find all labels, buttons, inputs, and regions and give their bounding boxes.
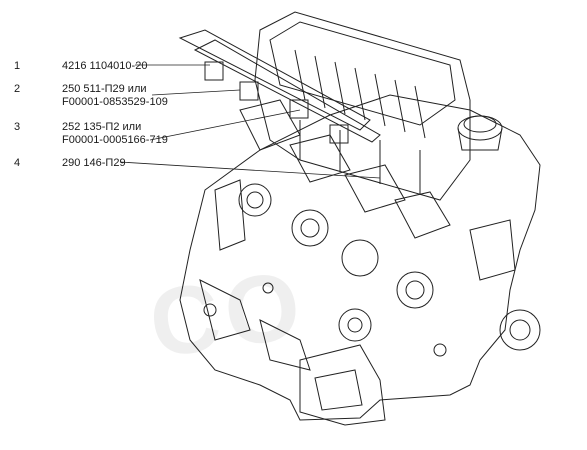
- callout-label-4: 290 146-П29: [62, 157, 126, 169]
- callout-number-4: 4: [14, 157, 21, 169]
- callout-label-3-line1: 252 135-П2 или: [62, 121, 142, 133]
- leader-lines: [119, 64, 381, 179]
- callout-number-1: 1: [14, 60, 21, 72]
- callout-label-2-line1: 250 511-П29 или: [62, 83, 147, 95]
- callout-number-3: 3: [14, 121, 21, 133]
- callout-number-2: 2: [14, 83, 21, 95]
- callout-label-3-line2: F00001-0005166-719: [62, 134, 168, 146]
- callout-label-1: 4216 1104010-20: [62, 60, 148, 72]
- callout-label-2-line2: F00001-0853529-109: [62, 96, 168, 108]
